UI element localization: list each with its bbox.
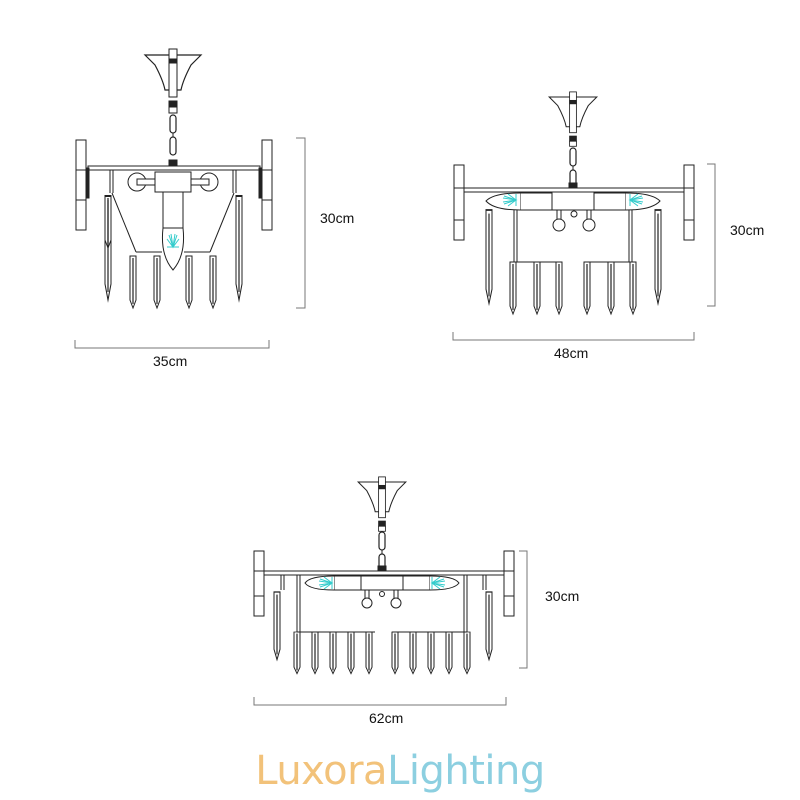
medium-width-dimension [452, 332, 695, 341]
medium-height-dimension [707, 163, 716, 307]
small-width-dimension [74, 340, 270, 349]
medium-width-label: 48cm [554, 345, 589, 361]
medium-chandelier-drawing [453, 91, 695, 315]
small-height-label: 30cm [320, 210, 355, 226]
large-height-label: 30cm [545, 588, 580, 604]
large-width-dimension [253, 697, 507, 706]
small-chandelier-drawing [75, 48, 273, 309]
logo-part-luxora: Luxora [255, 748, 388, 794]
logo-part-lighting: Lighting [387, 748, 545, 794]
small-height-dimension [296, 137, 306, 309]
large-width-label: 62cm [369, 710, 404, 726]
small-width-label: 35cm [153, 353, 188, 369]
brand-logo: LuxoraLighting [0, 748, 800, 794]
medium-height-label: 30cm [730, 222, 765, 238]
large-chandelier-drawing [253, 476, 515, 675]
large-height-dimension [519, 550, 528, 669]
